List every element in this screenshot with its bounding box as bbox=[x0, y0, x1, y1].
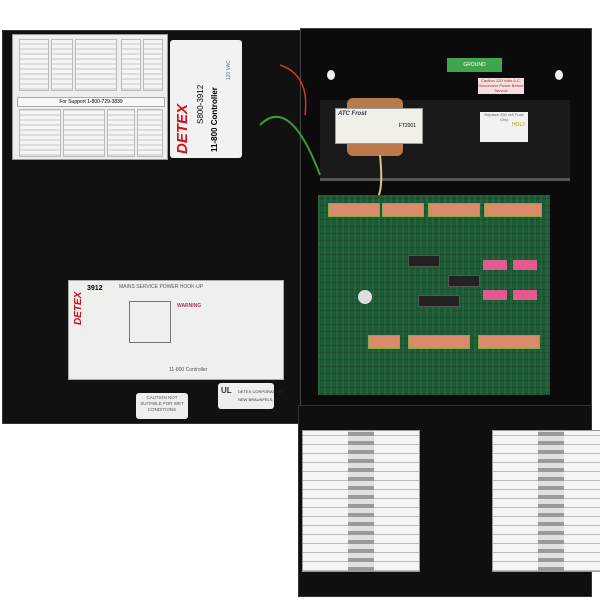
terminal-block bbox=[382, 203, 424, 217]
dip-switch[interactable] bbox=[483, 290, 507, 300]
product-name: 11-800 Controller bbox=[210, 87, 219, 152]
model-number: S800-3912 bbox=[196, 84, 205, 124]
wiring-title: MAINS SERVICE POWER HOOK-UP bbox=[119, 284, 204, 290]
wiring-footer: 11-800 Controller bbox=[169, 367, 208, 373]
terminal-strip-right bbox=[492, 430, 600, 572]
capacitor bbox=[358, 290, 372, 304]
dip-switch[interactable] bbox=[513, 290, 537, 300]
terminal-block bbox=[478, 335, 540, 349]
ul-mark: UL bbox=[221, 386, 232, 395]
terminal-block bbox=[408, 335, 470, 349]
transformer-part: FT2001 bbox=[398, 123, 416, 129]
terminal-block bbox=[328, 203, 380, 217]
terminal-block bbox=[484, 203, 542, 217]
warning-text: WARNING bbox=[177, 303, 202, 309]
terminal-block bbox=[368, 335, 400, 349]
voltage-caution-label: Caution 120 Volts A.C. Disconnect Power … bbox=[478, 78, 524, 94]
ul-city: NEW BRAUNFELS, TX bbox=[238, 397, 280, 402]
controller-label: DETEX S800-3912 11-800 Controller 120 VA… bbox=[170, 40, 242, 158]
detex-logo: DETEX bbox=[174, 103, 191, 154]
mounting-hole bbox=[555, 70, 563, 80]
ground-label: GROUND bbox=[447, 58, 502, 72]
terminal-strip-left bbox=[302, 430, 420, 572]
chip bbox=[408, 255, 440, 267]
fuse-tag: HOL2 bbox=[511, 122, 525, 128]
mounting-hole bbox=[327, 70, 335, 80]
dip-switch-chart: For Support 1-800-729-3839 bbox=[12, 34, 168, 160]
dip-switch[interactable] bbox=[483, 260, 507, 270]
chip bbox=[448, 275, 480, 287]
power-rating: 120 VAC bbox=[226, 60, 232, 80]
fuse-label: Replace 250 mA Fuse Only HOL2 bbox=[480, 112, 528, 142]
detex-logo: DETEX bbox=[73, 291, 84, 325]
fuse-text: Replace 250 mA Fuse Only bbox=[484, 112, 524, 122]
transformer-label: ATC Frost FT2001 bbox=[335, 108, 423, 144]
circuit-board bbox=[318, 195, 550, 395]
dip-switch[interactable] bbox=[513, 260, 537, 270]
support-phone: For Support 1-800-729-3839 bbox=[17, 97, 165, 107]
wiring-label: DETEX 3912 MAINS SERVICE POWER HOOK-UP W… bbox=[68, 280, 284, 380]
caution-label: CAUTION NOT SUITABLE FOR WET CONDITIONS bbox=[136, 393, 188, 419]
ul-label: UL DETEX CORPORATION NEW BRAUNFELS, TX bbox=[218, 383, 282, 409]
chip bbox=[418, 295, 460, 307]
transformer-brand: ATC Frost bbox=[338, 111, 367, 117]
model-number: 3912 bbox=[87, 285, 103, 292]
ul-company: DETEX CORPORATION bbox=[238, 389, 282, 394]
terminal-block bbox=[428, 203, 480, 217]
